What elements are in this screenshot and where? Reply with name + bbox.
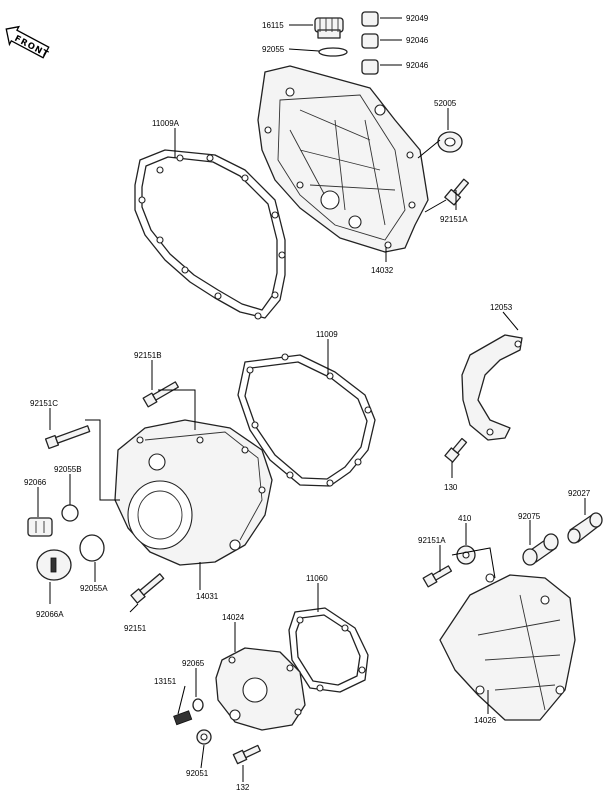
label-92151b: 92151B	[134, 351, 162, 360]
filler-cap-16115	[314, 17, 344, 39]
magneto-cover-14031	[114, 419, 273, 566]
label-14031: 14031	[196, 592, 219, 601]
label-12053: 12053	[490, 303, 513, 312]
label-92065: 92065	[182, 659, 205, 668]
o-ring-92065	[192, 698, 204, 712]
label-11009a: 11009A	[152, 119, 180, 128]
bolt-92151b	[142, 381, 179, 408]
label-11060: 11060	[306, 574, 328, 583]
label-11009: 11009	[316, 330, 338, 339]
plug-92066a	[36, 549, 72, 581]
oil-seal-52005	[437, 131, 463, 153]
label-92066a: 92066A	[36, 610, 64, 619]
leader-lines	[37, 17, 586, 782]
label-52005: 52005	[434, 99, 457, 108]
label-92151: 92151	[124, 624, 147, 633]
label-132: 132	[236, 783, 250, 792]
part-labels: 16115 92049 92055 92046 92046 52005 1100…	[24, 14, 591, 792]
label-92051: 92051	[186, 769, 209, 778]
o-ring-92055b	[61, 504, 79, 522]
front-arrow-icon: FRONT	[5, 25, 50, 60]
fitting-13151	[173, 710, 193, 726]
bolt-132	[232, 744, 261, 765]
o-ring-92055a	[79, 534, 105, 562]
gasket-11060	[288, 607, 369, 693]
bushing-92046-a	[361, 33, 379, 49]
bolt-92151	[130, 573, 165, 604]
label-410: 410	[458, 514, 472, 523]
label-92151a-top: 92151A	[440, 215, 468, 224]
label-92151a-mid: 92151A	[418, 536, 446, 545]
label-92055a: 92055A	[80, 584, 108, 593]
collar-92027	[567, 512, 603, 544]
bolt-92151c	[44, 425, 91, 450]
bolt-130	[444, 437, 468, 463]
label-92066: 92066	[24, 478, 47, 487]
label-92055b: 92055B	[54, 465, 82, 474]
o-ring-92055	[318, 47, 348, 57]
guard-12053	[461, 334, 523, 441]
collar-92075	[522, 533, 559, 566]
label-92027: 92027	[568, 489, 591, 498]
label-92046-b: 92046	[406, 61, 429, 70]
sprocket-cover-14026	[439, 573, 576, 721]
bolt-92151a-top	[444, 178, 470, 206]
label-16115: 16115	[262, 21, 284, 30]
label-92046-a: 92046	[406, 36, 429, 45]
gasket-11009a	[134, 149, 286, 320]
label-14024: 14024	[222, 613, 245, 622]
gasket-11009	[237, 353, 376, 487]
label-92049: 92049	[406, 14, 429, 23]
label-92055-top: 92055	[262, 45, 285, 54]
plug-92066	[27, 517, 53, 537]
label-92151c: 92151C	[30, 399, 58, 408]
bushing-92049	[361, 11, 379, 27]
clutch-cover-14032	[257, 65, 429, 253]
cover-14024	[215, 647, 306, 731]
oil-seal-92051	[196, 729, 212, 745]
bushing-92046-b	[361, 59, 379, 75]
bolt-92151a-mid	[422, 565, 453, 588]
washer-410	[456, 545, 476, 565]
label-130: 130	[444, 483, 458, 492]
label-14032: 14032	[371, 266, 394, 275]
label-13151: 13151	[154, 677, 177, 686]
label-14026: 14026	[474, 716, 497, 725]
label-92075: 92075	[518, 512, 541, 521]
